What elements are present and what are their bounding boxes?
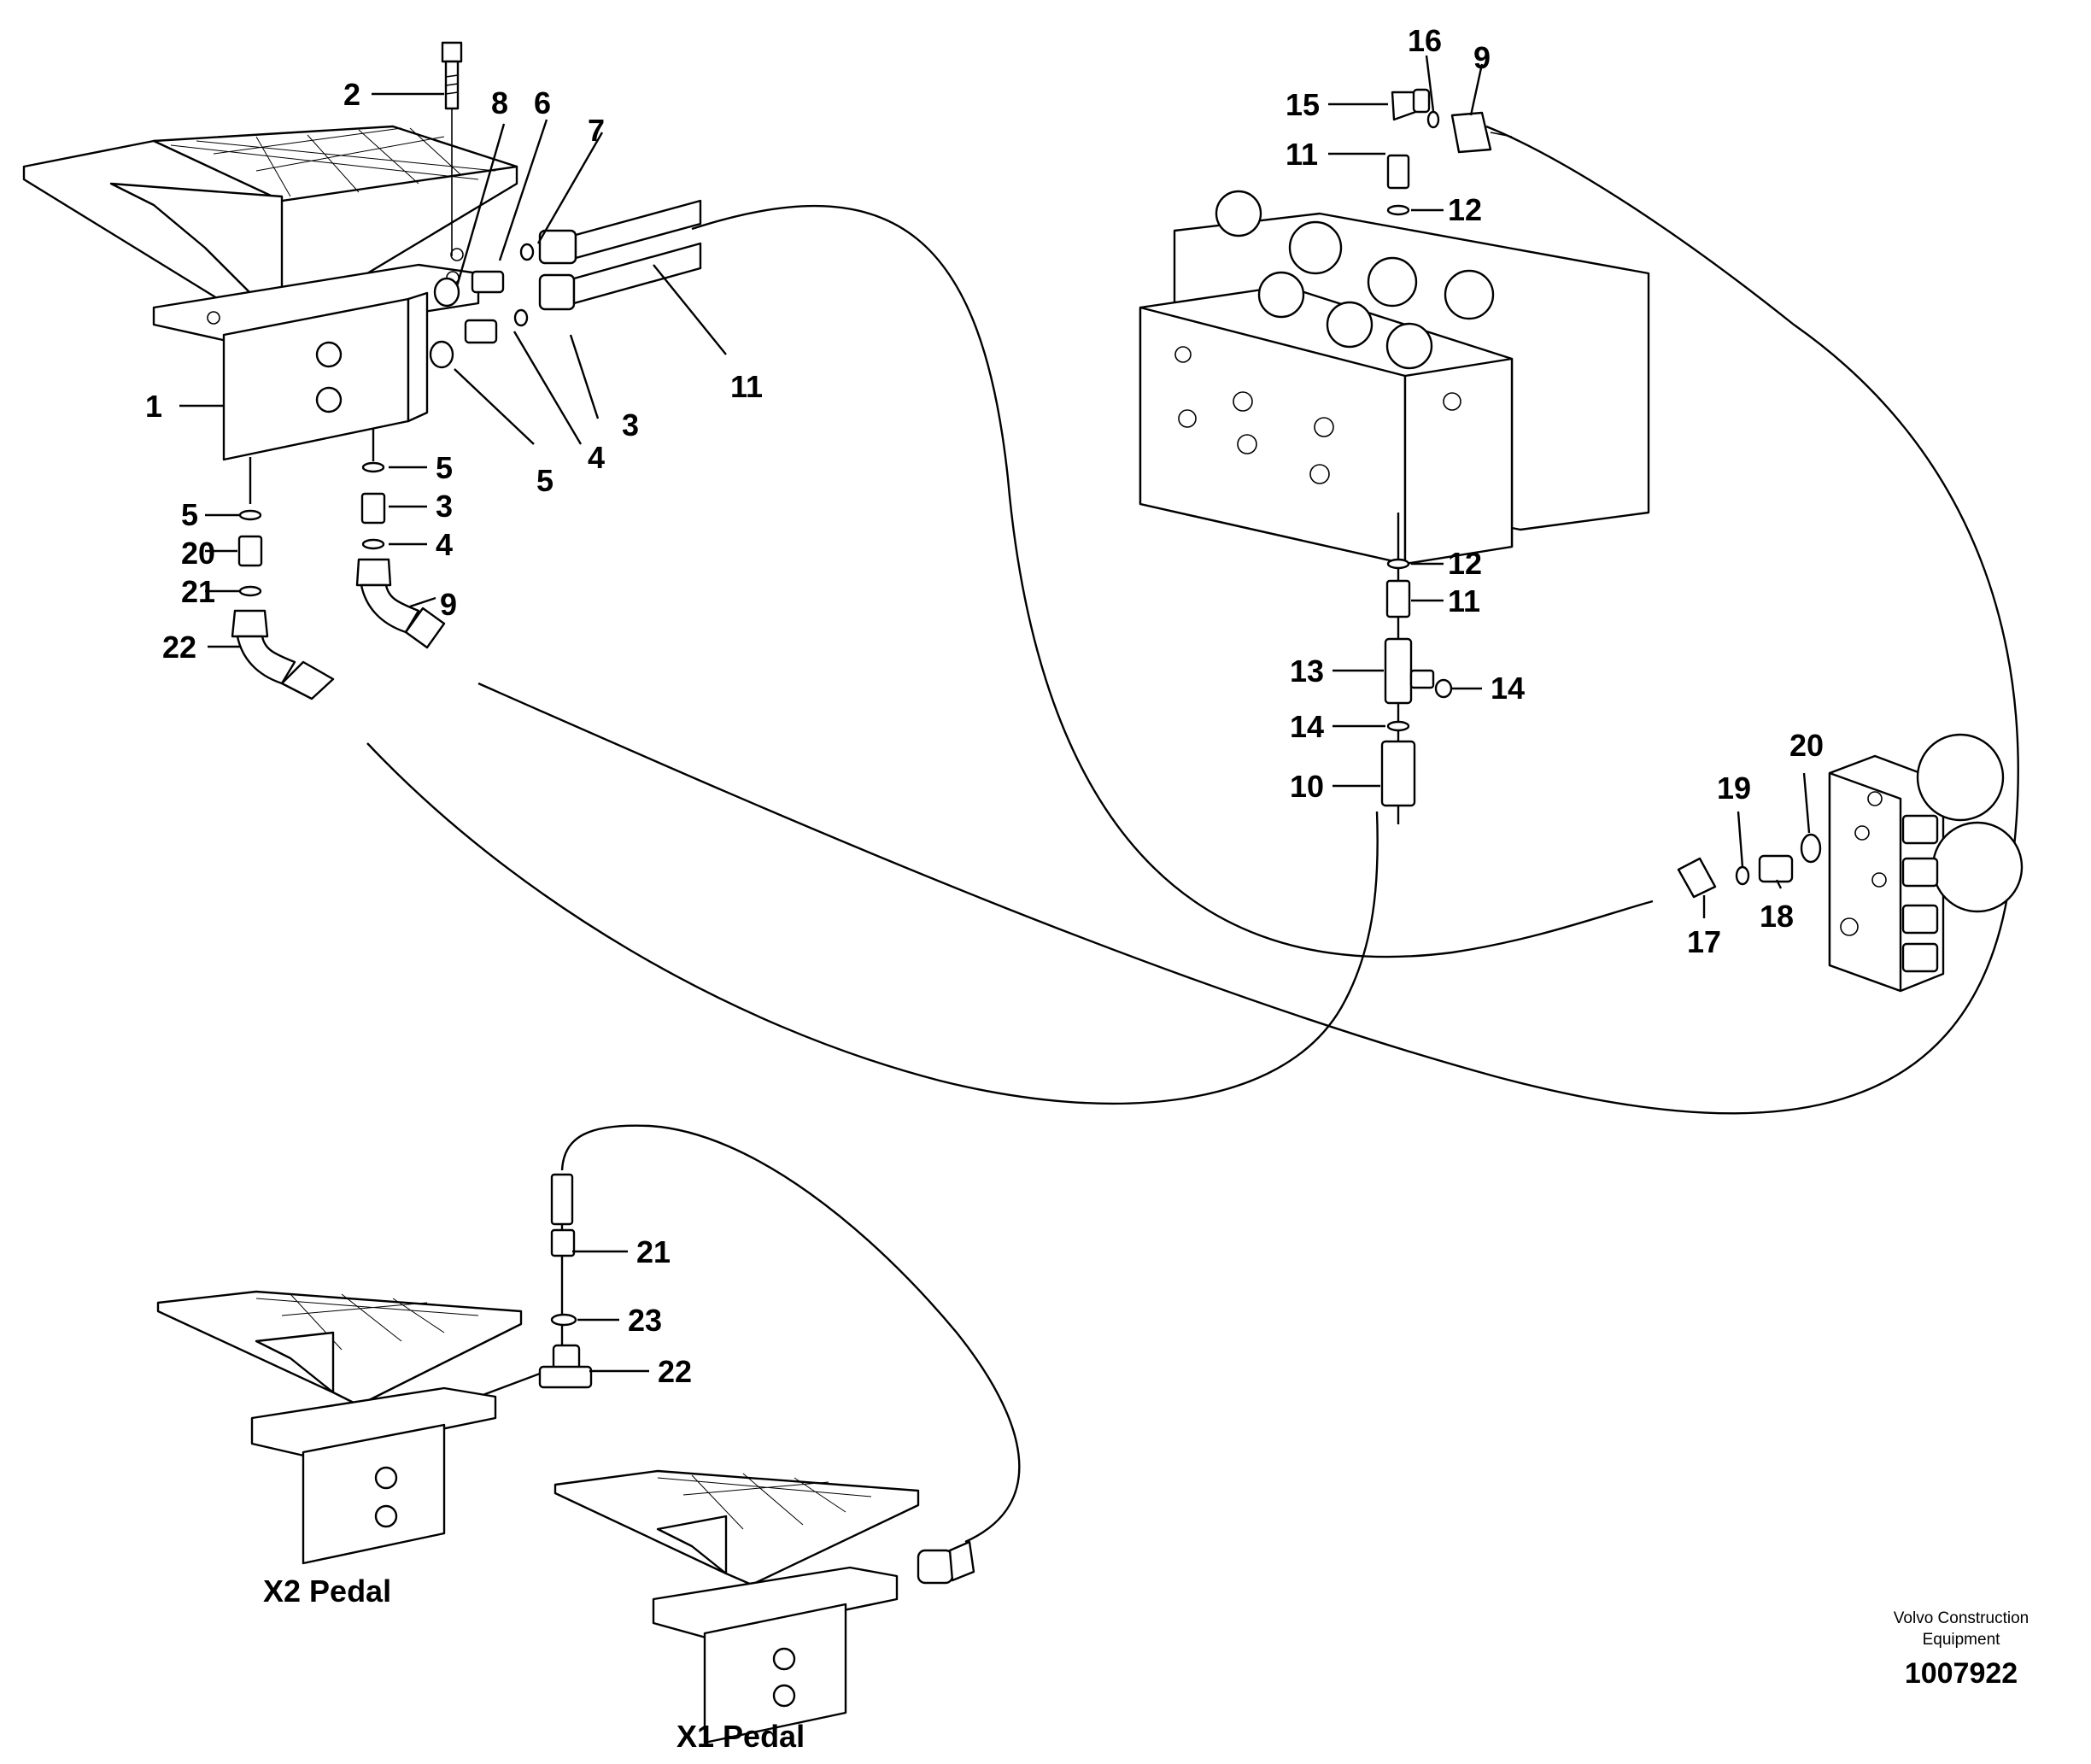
callout-11-bottom: 11 [1448,583,1480,618]
brand-block: Volvo Construction Equipment 1007922 [1894,1609,2029,1690]
x1-pedal [554,1469,975,1744]
callout-1: 1 [145,389,162,424]
callout-4-left: 21 [181,574,215,609]
leader-lines [179,55,1811,1373]
callout-7: 7 [588,113,605,148]
callout-12-bottom: 12 [1448,546,1482,581]
pilot-valve-block [1677,733,2024,993]
callout-23: 23 [628,1303,662,1338]
x2-pedal [156,1173,593,1565]
callout-5-right: 3 [622,407,639,442]
callout-19: 19 [1717,771,1751,806]
callout-21: 21 [636,1234,671,1269]
callout-18: 18 [1760,899,1794,934]
callout-14-left: 14 [1290,709,1324,744]
main-pedal-assembly [22,41,702,700]
callout-22: 22 [658,1354,692,1389]
callout-numbers: 2 8 6 7 1 11 3 4 5 5 20 21 22 5 3 4 9 15… [145,23,1824,1389]
callout-9-top: 9 [1473,40,1491,75]
callout-17-right: 17 [1687,924,1721,959]
control-valve-block [1139,88,1650,824]
callout-20: 20 [1789,728,1824,763]
callout-17-top: 11 [730,369,763,404]
x2-pedal-label: X2 Pedal [263,1574,391,1609]
callout-10-left: 22 [162,630,196,665]
callout-3-left: 20 [181,536,215,571]
callout-11-top: 11 [1286,137,1318,172]
callout-16: 16 [1408,23,1442,58]
callout-2: 2 [343,77,360,112]
hose-lines [249,125,2019,1544]
callout-5-mid: 5 [436,450,453,485]
callout-13: 13 [1290,653,1324,689]
callout-12-top: 12 [1448,192,1482,227]
callout-15: 15 [1286,87,1320,122]
callout-5-left: 5 [181,497,198,532]
callout-14-right: 14 [1491,671,1525,706]
brand-line-2: Equipment [1923,1631,2001,1649]
callout-8: 8 [491,85,508,120]
callout-3-right: 4 [588,440,605,475]
brand-line-1: Volvo Construction [1894,1609,2029,1627]
callout-10-valve: 10 [1290,769,1324,804]
callout-4-mid: 4 [436,527,453,562]
callout-9-mid: 9 [440,587,457,622]
x1-pedal-label: X1 Pedal [676,1719,805,1754]
callout-3-mid: 3 [436,489,453,524]
callout-6: 6 [534,85,551,120]
document-number: 1007922 [1905,1657,2018,1690]
callout-4-right: 5 [536,463,554,498]
